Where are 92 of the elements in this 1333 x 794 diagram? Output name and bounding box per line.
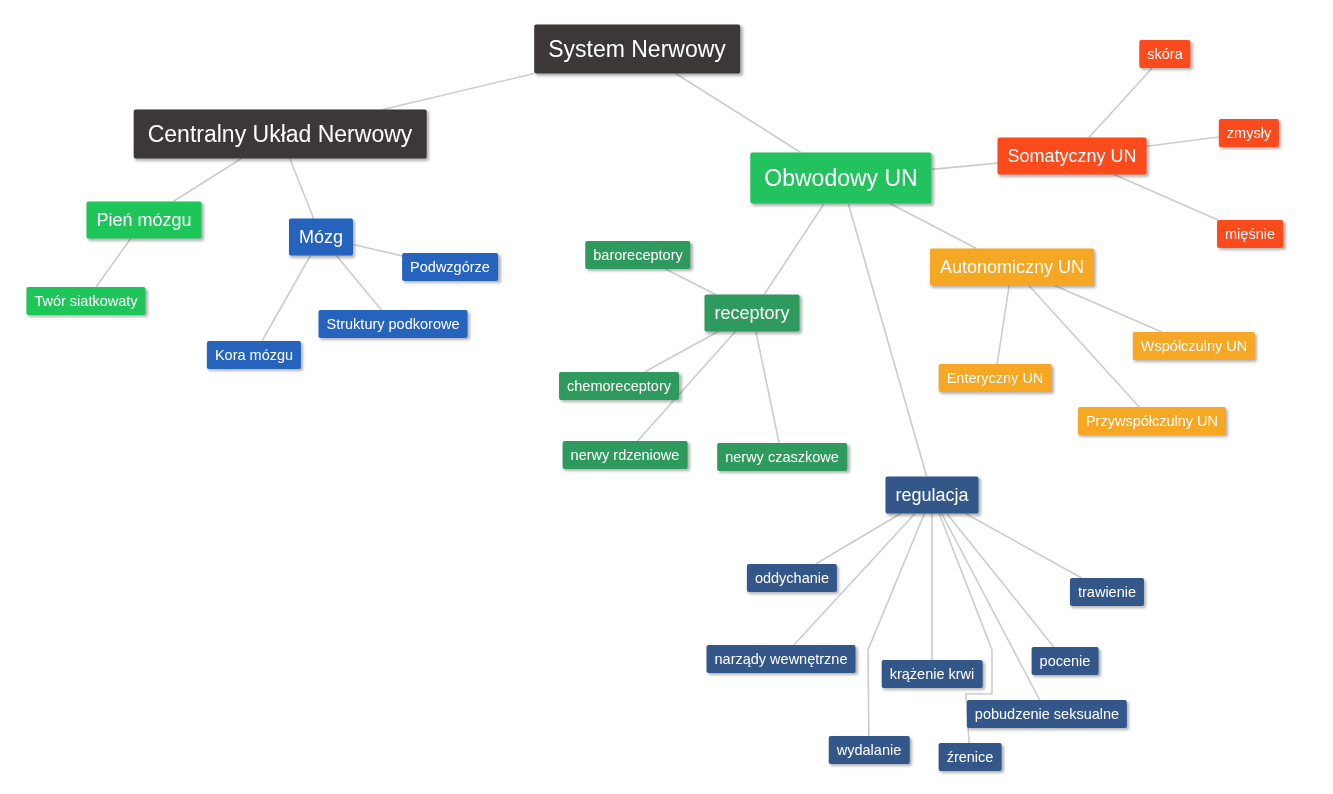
connector-line <box>1113 173 1219 221</box>
concept-box <box>704 294 800 332</box>
node-label: Pień mózgu <box>96 209 192 231</box>
node-label: trawienie <box>1078 584 1136 600</box>
connector-line <box>664 268 717 296</box>
connector-line <box>636 330 737 442</box>
node-label: Centralny Układ Nerwowy <box>147 120 413 148</box>
connector-line <box>938 512 993 744</box>
concept-box <box>746 564 838 592</box>
connector-line <box>352 243 403 257</box>
concept-box <box>966 700 1128 728</box>
node-label: Podwzgórze <box>410 259 490 275</box>
node-label: zmysły <box>1226 125 1272 141</box>
connector-line <box>95 237 132 288</box>
concept-box <box>706 645 856 673</box>
node-label: krążenie krwi <box>889 666 975 682</box>
connector-line <box>964 512 1083 579</box>
node-label: narządy wewnętrzne <box>714 651 848 667</box>
connector-line <box>763 202 825 296</box>
concept-box <box>1077 407 1227 435</box>
node-label: Struktury podkorowe <box>326 316 460 332</box>
concept-box <box>750 152 932 204</box>
node-label: Kora mózgu <box>214 347 294 363</box>
node-label: pocenie <box>1039 653 1091 669</box>
concept-box <box>717 443 847 471</box>
concept-box <box>289 218 353 256</box>
connector-line <box>1028 284 1141 408</box>
node-label: Mózg <box>299 226 343 248</box>
concept-box <box>86 201 202 239</box>
concept-box <box>1218 119 1280 147</box>
concept-box <box>585 241 691 269</box>
node-label: System Nerwowy <box>548 35 726 63</box>
node-label: skóra <box>1147 46 1183 62</box>
concept-box <box>828 736 910 764</box>
connector-line <box>847 202 928 478</box>
node-label: pobudzenie seksualne <box>974 706 1120 722</box>
concept-box <box>1070 578 1144 606</box>
node-label: źrenice <box>946 749 994 765</box>
concept-box <box>562 441 688 469</box>
node-label: chemoreceptory <box>567 378 671 394</box>
connector-line <box>930 162 999 171</box>
concept-box <box>938 743 1002 771</box>
connector-line <box>643 330 720 373</box>
node-label: Obwodowy UN <box>764 164 918 192</box>
concept-box <box>206 341 302 369</box>
connector-line <box>261 254 312 342</box>
connector-line <box>1053 284 1163 333</box>
node-label: wydalanie <box>836 742 902 758</box>
concept-box <box>133 109 427 159</box>
connector-line <box>867 512 926 737</box>
connector-line <box>382 72 535 111</box>
connector-line <box>946 512 1055 648</box>
concept-box <box>318 310 468 338</box>
concept-box <box>534 24 740 74</box>
connector-line <box>814 512 902 565</box>
connector-line <box>996 284 1010 365</box>
concept-box <box>929 248 1095 286</box>
node-label: Przywspółczulny UN <box>1085 413 1219 429</box>
node-label: Somatyczny UN <box>1007 145 1137 167</box>
concept-box <box>885 476 979 514</box>
concept-box <box>1132 332 1256 360</box>
node-label: oddychanie <box>754 570 830 586</box>
connector-line <box>793 512 916 646</box>
connector-line <box>940 512 1041 701</box>
node-label: baroreceptory <box>593 247 683 263</box>
connector-line <box>674 72 802 154</box>
concept-box <box>1217 220 1283 248</box>
node-label: nerwy rdzeniowe <box>570 447 680 463</box>
concept-box <box>881 660 983 688</box>
node-label: nerwy czaszkowe <box>725 449 839 465</box>
node-label: Autonomiczny UN <box>939 256 1085 278</box>
node-label: regulacja <box>895 484 969 506</box>
concept-box <box>997 137 1147 175</box>
connector-line <box>931 512 933 661</box>
concept-box <box>559 372 679 400</box>
node-label: Twór siatkowaty <box>34 293 138 309</box>
concept-box <box>1139 40 1191 68</box>
concept-box <box>402 253 498 281</box>
concept-box <box>1031 647 1099 675</box>
connector-line <box>1145 136 1220 148</box>
concept-box <box>26 287 146 315</box>
node-label: Enteryczny UN <box>946 370 1044 386</box>
connector-line <box>172 157 243 203</box>
node-label: Współczulny UN <box>1140 338 1248 354</box>
node-label: receptory <box>714 302 790 324</box>
connector-line <box>755 330 780 444</box>
node-label: mięśnie <box>1225 226 1275 242</box>
connector-line <box>889 202 978 250</box>
concept-box <box>938 364 1052 392</box>
connector-line <box>335 254 383 311</box>
connector-line <box>288 157 315 220</box>
connector-line <box>1088 67 1154 139</box>
